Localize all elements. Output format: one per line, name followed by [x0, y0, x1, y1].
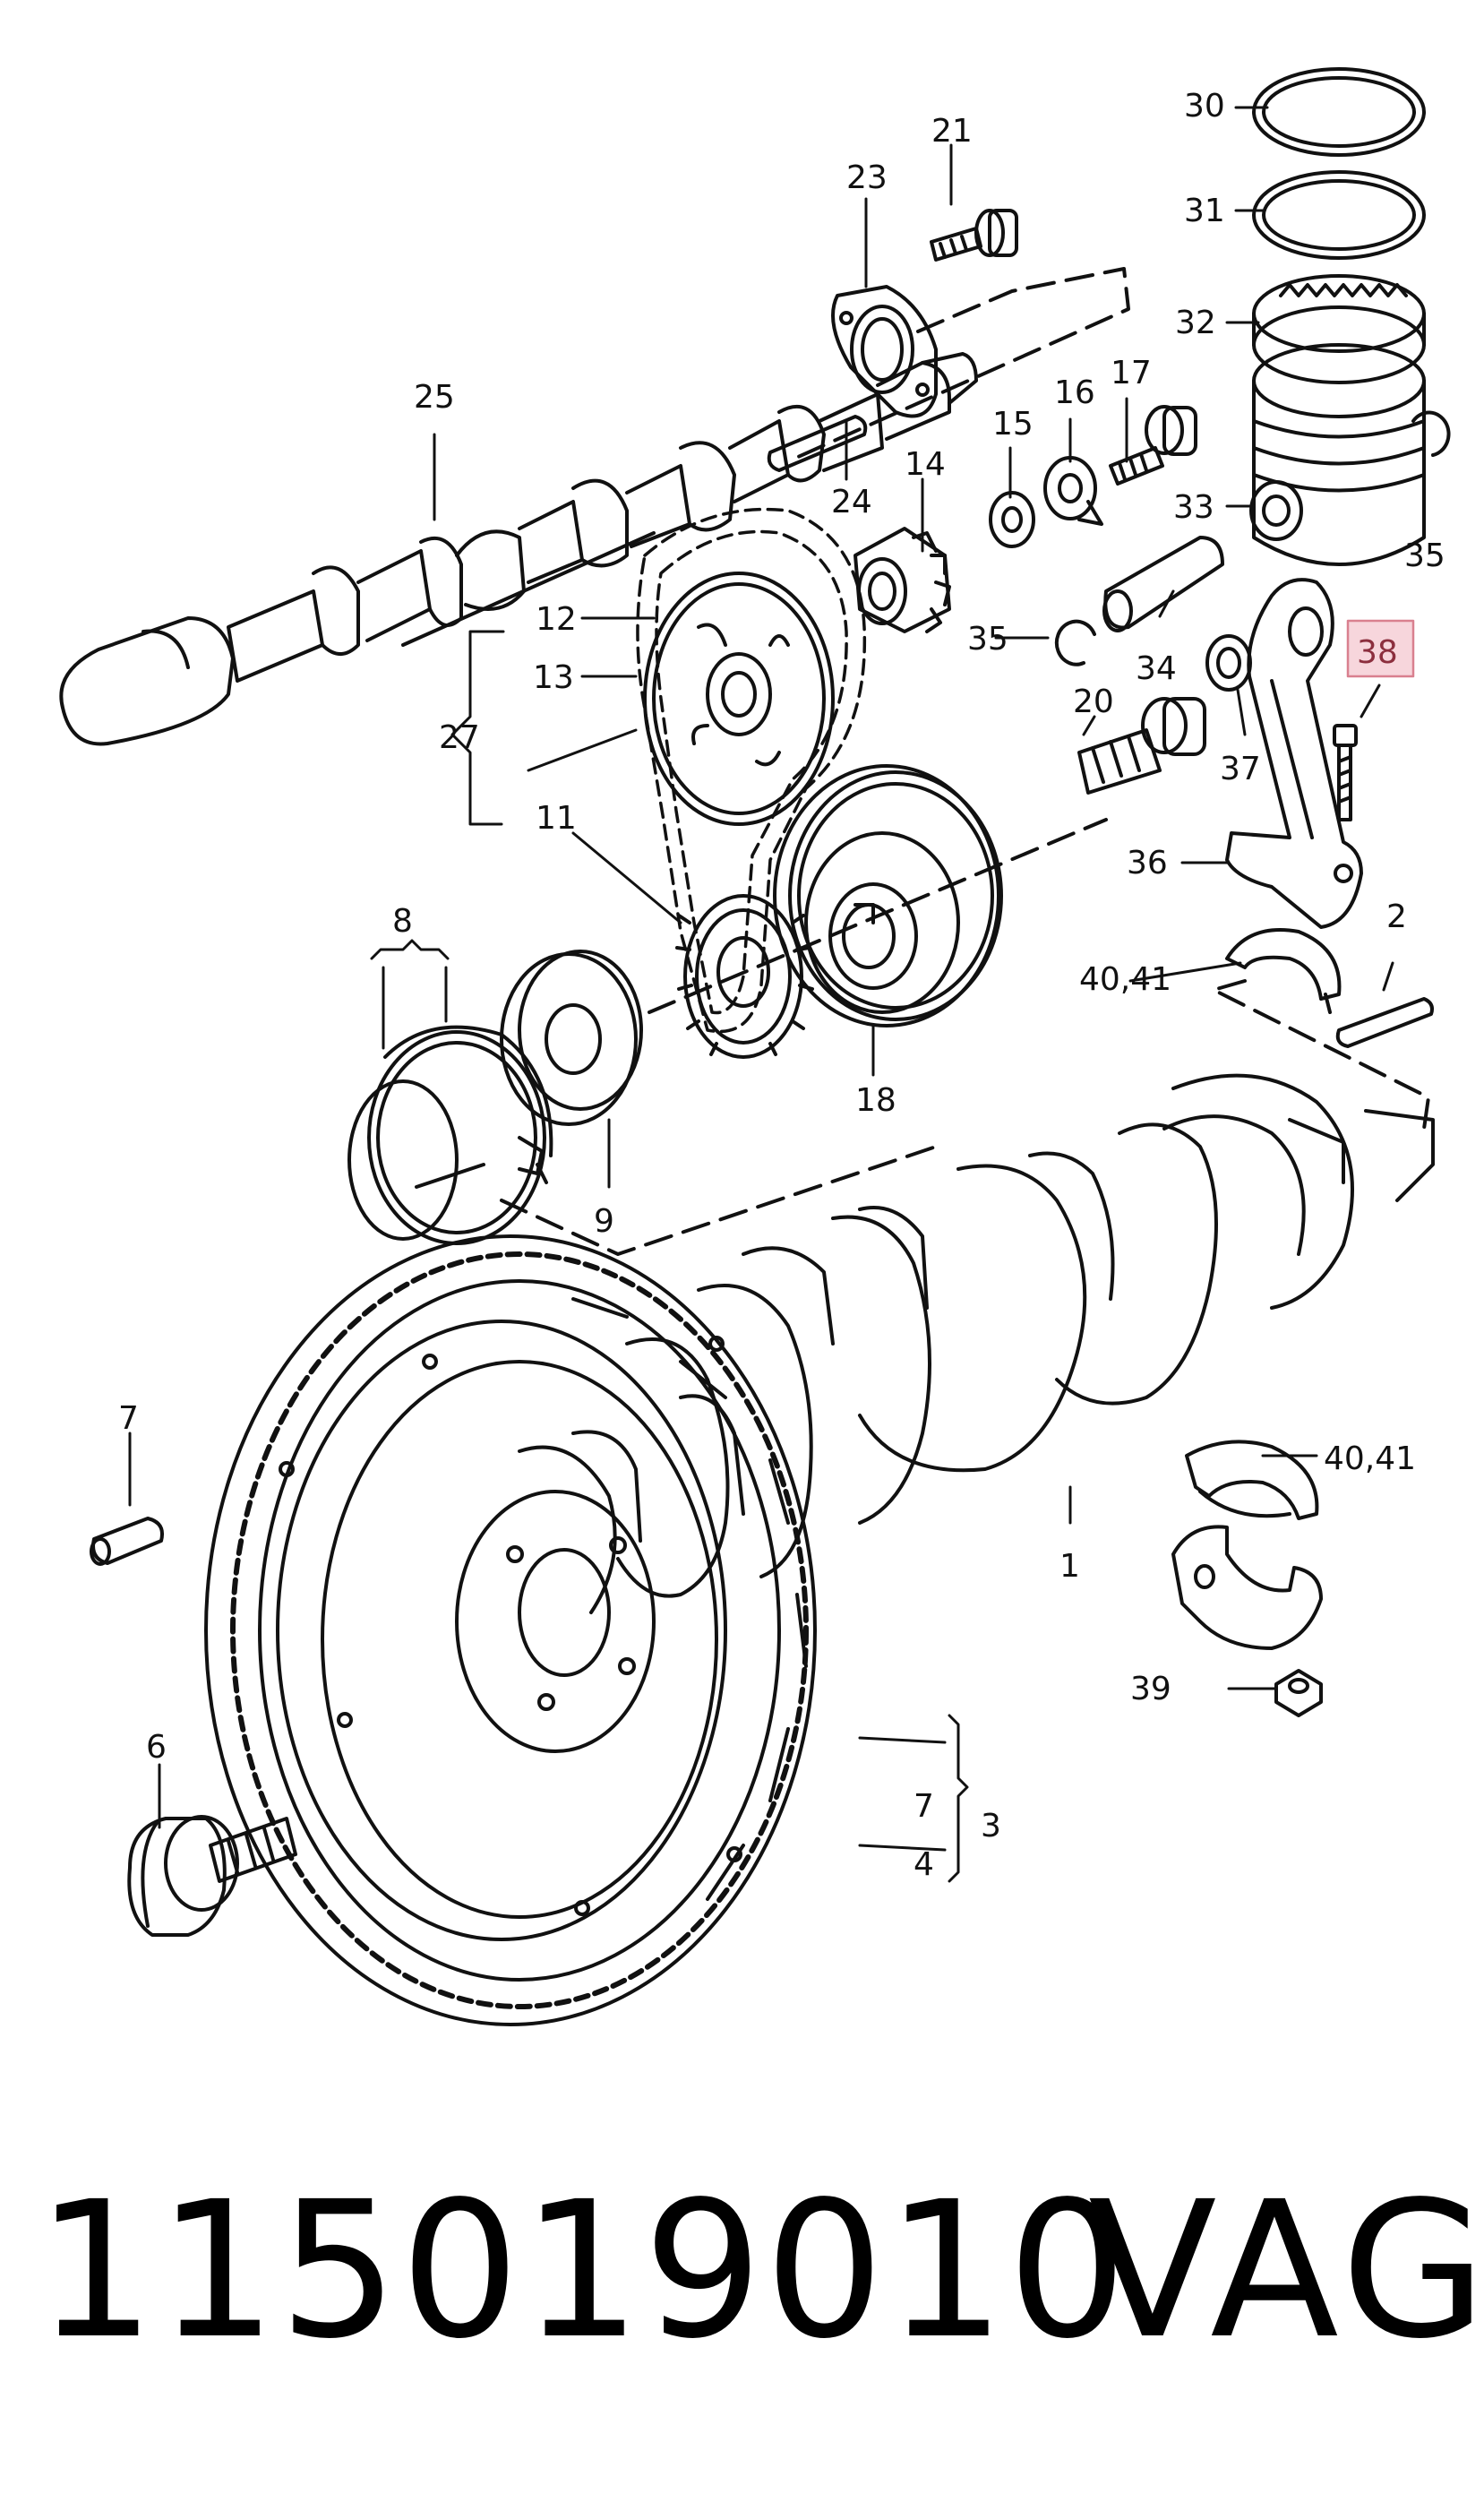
bearing-shell-40-41-upper [1225, 928, 1342, 1014]
part-number: 115019010 [36, 2161, 1129, 2380]
crankshaft-1 [518, 1073, 1435, 1614]
callout-20[interactable]: 20 [1073, 684, 1114, 720]
dashed-guide-23 [786, 267, 1130, 463]
washer-15 [989, 491, 1035, 548]
circlip-35-left [1054, 619, 1096, 666]
oil-seal-8 [347, 1025, 553, 1245]
bolt-17 [1109, 405, 1197, 486]
key-2 [1335, 997, 1434, 1048]
camshaft-25 [59, 352, 978, 746]
callout-40-41-upper[interactable]: 40,41 [1079, 961, 1171, 998]
callout-7-pin[interactable]: 7 [118, 1400, 139, 1437]
dashed-guide-pulley [648, 818, 1108, 1014]
highlight-box-38 [1346, 619, 1415, 678]
callout-33[interactable]: 33 [1173, 489, 1214, 526]
pulley-18 [773, 764, 1003, 1027]
exploded-engine-diagram: 30 31 32 33 35 21 23 25 24 14 15 16 17 1… [59, 67, 1451, 2026]
piston-ring-30 [1252, 67, 1426, 157]
flange-23 [831, 285, 938, 418]
callout-36[interactable]: 36 [1127, 845, 1168, 881]
callout-40-41-lower[interactable]: 40,41 [1324, 1440, 1416, 1477]
callout-16[interactable]: 16 [1054, 374, 1095, 411]
flywheel-bolt-6 [127, 1815, 297, 1937]
callout-2[interactable]: 2 [1386, 898, 1407, 935]
lock-plate-16 [1043, 456, 1103, 526]
camshaft-sprocket-12 [643, 572, 835, 826]
rod-cap [1171, 1525, 1323, 1650]
piston-pin-34 [1102, 536, 1224, 632]
timing-chain-13 [636, 507, 867, 1034]
leader-lines [128, 106, 1426, 1883]
washer-9 [500, 950, 643, 1126]
callout-14[interactable]: 14 [905, 446, 946, 483]
piston-ring-31 [1252, 170, 1426, 260]
callout-35-right[interactable]: 35 [1404, 537, 1445, 574]
nut-39 [1274, 1669, 1323, 1717]
connecting-rod-36 [1225, 578, 1363, 929]
dashed-guide-seal [500, 1145, 938, 1256]
dashed-guide-bearing [1212, 979, 1430, 1131]
callout-34[interactable]: 34 [1136, 650, 1177, 687]
bearing-shell-40-41-lower [1185, 1440, 1319, 1520]
guide-27-top [401, 531, 656, 647]
rod-bolt-38 [1333, 724, 1358, 821]
bolt-21 [930, 209, 1018, 262]
oil-ring-32 [1252, 274, 1426, 384]
dowel-pin-7 [90, 1517, 164, 1566]
callout-6[interactable]: 6 [146, 1729, 167, 1766]
brand-name: VAG [1088, 2161, 1484, 2380]
callout-37[interactable]: 37 [1220, 751, 1261, 787]
circlip-35-right [1411, 410, 1451, 457]
flywheel-3 [204, 1234, 817, 2026]
callout-9[interactable]: 9 [594, 1203, 614, 1240]
callout-1[interactable]: 1 [1059, 1548, 1080, 1585]
callout-13[interactable]: 13 [533, 659, 574, 696]
callout-11[interactable]: 11 [536, 800, 577, 837]
callout-32[interactable]: 32 [1175, 305, 1216, 341]
callout-38[interactable]: 38 [1357, 634, 1398, 671]
callout-7-flywheel[interactable]: 7 [914, 1788, 934, 1825]
callout-23[interactable]: 23 [846, 159, 888, 196]
callout-27[interactable]: 27 [439, 719, 480, 756]
callout-3[interactable]: 3 [981, 1808, 1001, 1844]
callout-17[interactable]: 17 [1111, 355, 1152, 391]
gear-14 [854, 527, 951, 633]
callout-18[interactable]: 18 [855, 1082, 896, 1119]
callout-8[interactable]: 8 [392, 903, 413, 940]
callout-24[interactable]: 24 [831, 484, 872, 520]
callout-30[interactable]: 30 [1184, 88, 1225, 125]
callout-15[interactable]: 15 [992, 406, 1034, 443]
callout-39[interactable]: 39 [1130, 1671, 1171, 1707]
callout-12[interactable]: 12 [536, 601, 577, 638]
piston-33 [1249, 343, 1426, 566]
callout-4[interactable]: 4 [914, 1846, 934, 1883]
bushing-37 [1205, 634, 1252, 692]
callout-35-left[interactable]: 35 [967, 621, 1008, 658]
callout-21[interactable]: 21 [931, 113, 973, 150]
callout-25[interactable]: 25 [414, 379, 455, 416]
callout-31[interactable]: 31 [1184, 193, 1225, 229]
bolt-20 [1077, 697, 1206, 795]
key-24 [767, 415, 868, 472]
